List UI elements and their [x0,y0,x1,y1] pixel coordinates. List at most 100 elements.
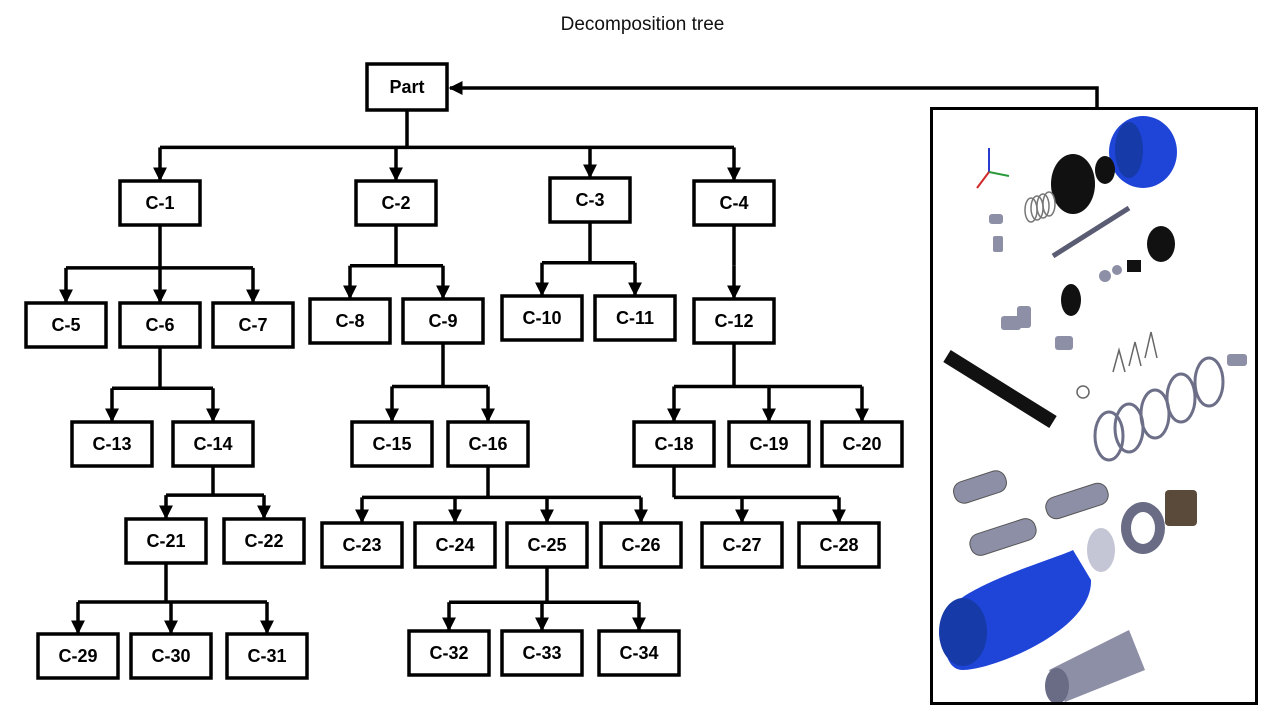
node-box [407,629,491,677]
node-c-10: C-10 [500,294,584,342]
node-box [692,179,776,227]
node-label: C-2 [381,193,410,213]
black-ring [1095,156,1115,184]
node-label: C-31 [247,646,286,666]
node-c-32: C-32 [407,629,491,677]
node-box [599,521,683,569]
node-label: C-28 [819,535,858,555]
blue-main-body [939,550,1092,670]
node-box [350,420,434,468]
node-box [118,179,202,227]
node-label: C-22 [244,531,283,551]
node-box [225,632,309,680]
node-c-12: C-12 [692,297,776,345]
exploded-assembly-illustration [939,116,1247,702]
node-c-1: C-1 [118,179,202,227]
node-box [597,629,681,677]
node-box [700,521,784,569]
node-box [24,301,108,349]
node-c-28: C-28 [797,521,881,569]
black-brackets [1061,226,1175,316]
node-box [129,632,213,680]
node-c-7: C-7 [211,301,295,349]
node-c-20: C-20 [820,420,904,468]
node-label: C-25 [527,535,566,555]
node-box [797,521,881,569]
node-box [211,301,295,349]
node-c-21: C-21 [124,517,208,565]
node-c-23: C-23 [320,521,404,569]
node-box [632,420,716,468]
node-box [320,521,404,569]
node-label: C-33 [522,643,561,663]
axis-triad-icon [976,148,1010,189]
node-label: C-16 [468,434,507,454]
node-box [365,62,449,112]
node-box [401,297,485,345]
node-label: C-34 [619,643,658,663]
node-c-34: C-34 [597,629,681,677]
node-label: C-12 [714,311,753,331]
node-label: C-4 [719,193,748,213]
node-label: C-1 [145,193,174,213]
node-box [70,420,154,468]
node-box [36,632,120,680]
node-c-2: C-2 [354,179,438,227]
node-c-19: C-19 [727,420,811,468]
node-c-29: C-29 [36,632,120,680]
node-c-33: C-33 [500,629,584,677]
node-box [820,420,904,468]
node-label: C-27 [722,535,761,555]
image-to-part-arrow [448,81,1099,107]
node-c-9: C-9 [401,297,485,345]
node-c-13: C-13 [70,420,154,468]
node-c-30: C-30 [129,632,213,680]
node-label: C-5 [51,315,80,335]
diagram-title: Decomposition tree [560,14,725,35]
node-c-24: C-24 [413,521,497,569]
node-label: Part [389,77,424,97]
node-label: C-9 [428,311,457,331]
node-c-31: C-31 [225,632,309,680]
node-box [124,517,208,565]
node-box [308,297,392,345]
node-box [413,521,497,569]
node-label: C-14 [193,434,232,454]
node-box [505,521,589,569]
node-c-6: C-6 [118,301,202,349]
node-c-14: C-14 [171,420,255,468]
node-c-22: C-22 [222,517,306,565]
thin-rod [1051,205,1131,259]
node-box [727,420,811,468]
spring-part [1024,191,1056,223]
black-disc [1051,154,1095,214]
node-label: C-29 [58,646,97,666]
node-c-16: C-16 [446,420,530,468]
grey-sleeve-bottom [1045,630,1145,702]
exploded-view-image [930,107,1258,705]
long-black-bar [943,350,1057,428]
node-part: Part [365,62,449,112]
cylinder-pins [953,470,1109,556]
node-box [548,176,632,224]
node-c-3: C-3 [548,176,632,224]
washer-rings [1093,356,1225,462]
node-box [692,297,776,345]
spring-cluster [1076,331,1158,399]
node-label: C-32 [429,643,468,663]
node-box [171,420,255,468]
node-c-8: C-8 [308,297,392,345]
node-c-15: C-15 [350,420,434,468]
node-label: C-26 [621,535,660,555]
node-label: C-21 [146,531,185,551]
node-label: C-19 [749,434,788,454]
node-c-25: C-25 [505,521,589,569]
node-label: C-20 [842,434,881,454]
node-box [446,420,530,468]
node-c-4: C-4 [692,179,776,227]
node-label: C-24 [435,535,474,555]
node-label: C-3 [575,190,604,210]
gear-housing [1121,502,1165,554]
node-c-18: C-18 [632,420,716,468]
